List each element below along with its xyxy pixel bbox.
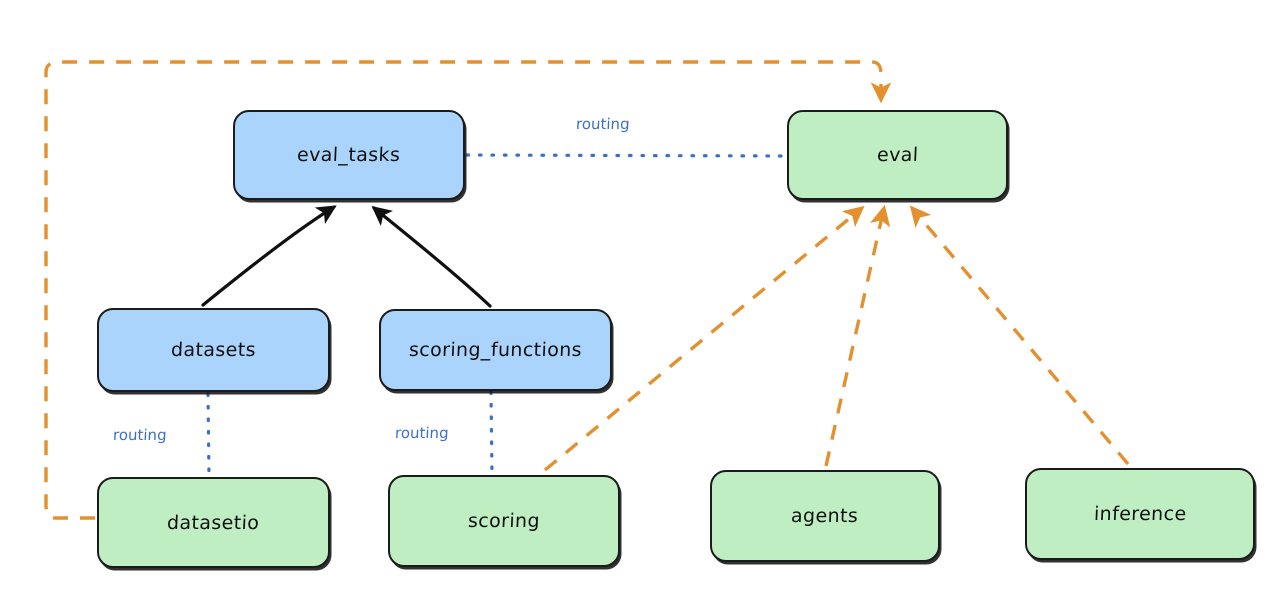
edge-datasets-to-eval-tasks — [201, 205, 337, 307]
node-label: scoring — [467, 510, 541, 532]
node-label: inference — [1093, 503, 1187, 525]
node-label: agents — [790, 505, 860, 527]
edge-scoring-functions-to-eval-tasks — [371, 206, 492, 308]
edge-agents-to-eval — [824, 204, 891, 467]
edge-datasetio-to-eval — [44, 60, 892, 520]
node-label: scoring_functions — [408, 339, 583, 361]
node-label: eval_tasks — [296, 144, 402, 166]
edge-inference-to-eval — [909, 205, 1130, 466]
edge-label-routing-scoring-fn-scoring: routing — [394, 424, 450, 442]
node-label: datasetio — [166, 511, 261, 534]
node-inference[interactable]: inference — [1025, 468, 1255, 560]
edge-eval-tasks-to-eval — [465, 153, 787, 158]
node-eval_tasks[interactable]: eval_tasks — [233, 110, 465, 200]
edge-scoring-to-eval — [543, 205, 865, 472]
node-scoring_functions[interactable]: scoring_functions — [379, 309, 612, 391]
node-datasets[interactable]: datasets — [97, 308, 330, 392]
node-label: eval — [876, 144, 919, 166]
node-eval[interactable]: eval — [787, 110, 1008, 200]
node-agents[interactable]: agents — [710, 470, 940, 562]
edge-datasets-to-datasetio — [206, 392, 211, 479]
edge-label-routing-datasets-datasetio: routing — [112, 426, 168, 444]
node-label: datasets — [170, 339, 257, 361]
node-scoring[interactable]: scoring — [388, 475, 620, 567]
edge-label-routing-eval-tasks-eval: routing — [575, 115, 631, 133]
edge-scoring-functions-to-scoring — [489, 390, 494, 476]
node-datasetio[interactable]: datasetio — [97, 477, 330, 568]
